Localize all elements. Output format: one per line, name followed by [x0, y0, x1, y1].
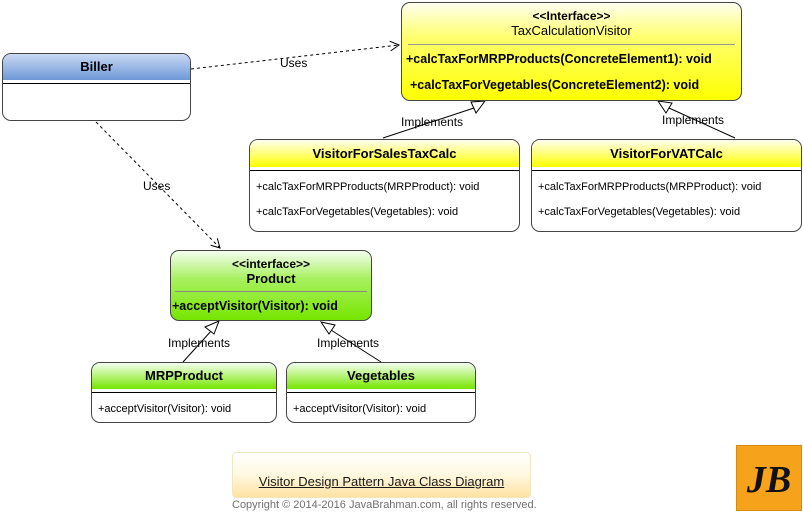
implements-line-sales: [382, 107, 475, 139]
vat-visitor-op-vegetables: +calcTaxForVegetables(Vegetables): void: [538, 206, 741, 218]
implements-arrow-veg: [319, 321, 336, 335]
product-op-accept: +acceptVisitor(Visitor): void: [172, 299, 338, 313]
javabrahman-logo: JB: [736, 445, 802, 511]
diagram-title-plate: Visitor Design Pattern Java Class Diagra…: [232, 452, 531, 498]
sales-visitor-op-vegetables: +calcTaxForVegetables(Vegetables): void: [256, 206, 459, 218]
implements-arrow-sales: [470, 100, 487, 114]
sales-visitor-op-mrp: +calcTaxForMRPProducts(MRPProduct): void: [256, 181, 480, 193]
vegetables-class: Vegetables +acceptVisitor(Visitor): void: [286, 362, 476, 423]
implements-label-veg: Implements: [317, 336, 379, 350]
mrp-product-name: MRPProduct: [145, 368, 223, 383]
jb-logo-icon: JB: [746, 459, 791, 501]
implements-line-mrp: [182, 329, 213, 363]
tax-visitor-op-vegetables: +calcTaxForVegetables(ConcreteElement2):…: [410, 78, 700, 92]
vat-visitor-header: VisitorForVATCalc: [532, 140, 801, 167]
tax-visitor-op-mrp: +calcTaxForMRPProducts(ConcreteElement1)…: [406, 52, 712, 66]
visitor-for-sales-tax-class: VisitorForSalesTaxCalc +calcTaxForMRPPro…: [249, 139, 520, 232]
vegetables-op-accept: +acceptVisitor(Visitor): void: [293, 403, 427, 415]
tax-visitor-header: <<Interface>> TaxCalculationVisitor: [402, 3, 741, 43]
tax-visitor-name: TaxCalculationVisitor: [511, 23, 632, 38]
mrp-product-header: MRPProduct: [92, 363, 276, 389]
biller-name: Biller: [80, 59, 113, 74]
mrp-product-class: MRPProduct +acceptVisitor(Visitor): void: [91, 362, 277, 423]
uses-label-top: Uses: [280, 56, 307, 70]
implements-arrow-vat: [656, 100, 673, 114]
sales-visitor-name: VisitorForSalesTaxCalc: [312, 146, 457, 161]
product-name: Product: [246, 271, 296, 286]
vegetables-header: Vegetables: [287, 363, 475, 389]
biller-header: Biller: [3, 54, 190, 80]
biller-class: Biller: [2, 53, 191, 121]
implements-label-vat: Implements: [662, 113, 724, 127]
implements-line-vat: [668, 107, 736, 139]
product-interface: <<interface>> Product +acceptVisitor(Vis…: [170, 250, 372, 321]
diagram-title: Visitor Design Pattern Java Class Diagra…: [258, 474, 505, 489]
implements-line-veg: [330, 329, 382, 363]
mrp-product-op-accept: +acceptVisitor(Visitor): void: [98, 403, 232, 415]
vat-visitor-op-mrp: +calcTaxForMRPProducts(MRPProduct): void: [538, 181, 762, 193]
product-header: <<interface>> Product: [171, 251, 371, 289]
visitor-for-vat-class: VisitorForVATCalc +calcTaxForMRPProducts…: [531, 139, 802, 232]
svg-text:JB: JB: [746, 459, 791, 501]
vegetables-name: Vegetables: [347, 368, 415, 383]
vat-visitor-name: VisitorForVATCalc: [610, 146, 723, 161]
implements-arrow-mrp: [204, 320, 220, 335]
tax-calculation-visitor-interface: <<Interface>> TaxCalculationVisitor +cal…: [401, 2, 742, 101]
copyright-text: Copyright © 2014-2016 JavaBrahman.com, a…: [232, 499, 537, 511]
sales-visitor-header: VisitorForSalesTaxCalc: [250, 140, 519, 167]
implements-label-mrp: Implements: [168, 336, 230, 350]
product-stereotype: <<interface>>: [231, 257, 311, 271]
uses-label-left: Uses: [143, 179, 170, 193]
tax-visitor-stereotype: <<Interface>>: [532, 9, 611, 23]
implements-label-sales: Implements: [401, 115, 463, 129]
uses-line-biller-visitor: [190, 45, 399, 70]
